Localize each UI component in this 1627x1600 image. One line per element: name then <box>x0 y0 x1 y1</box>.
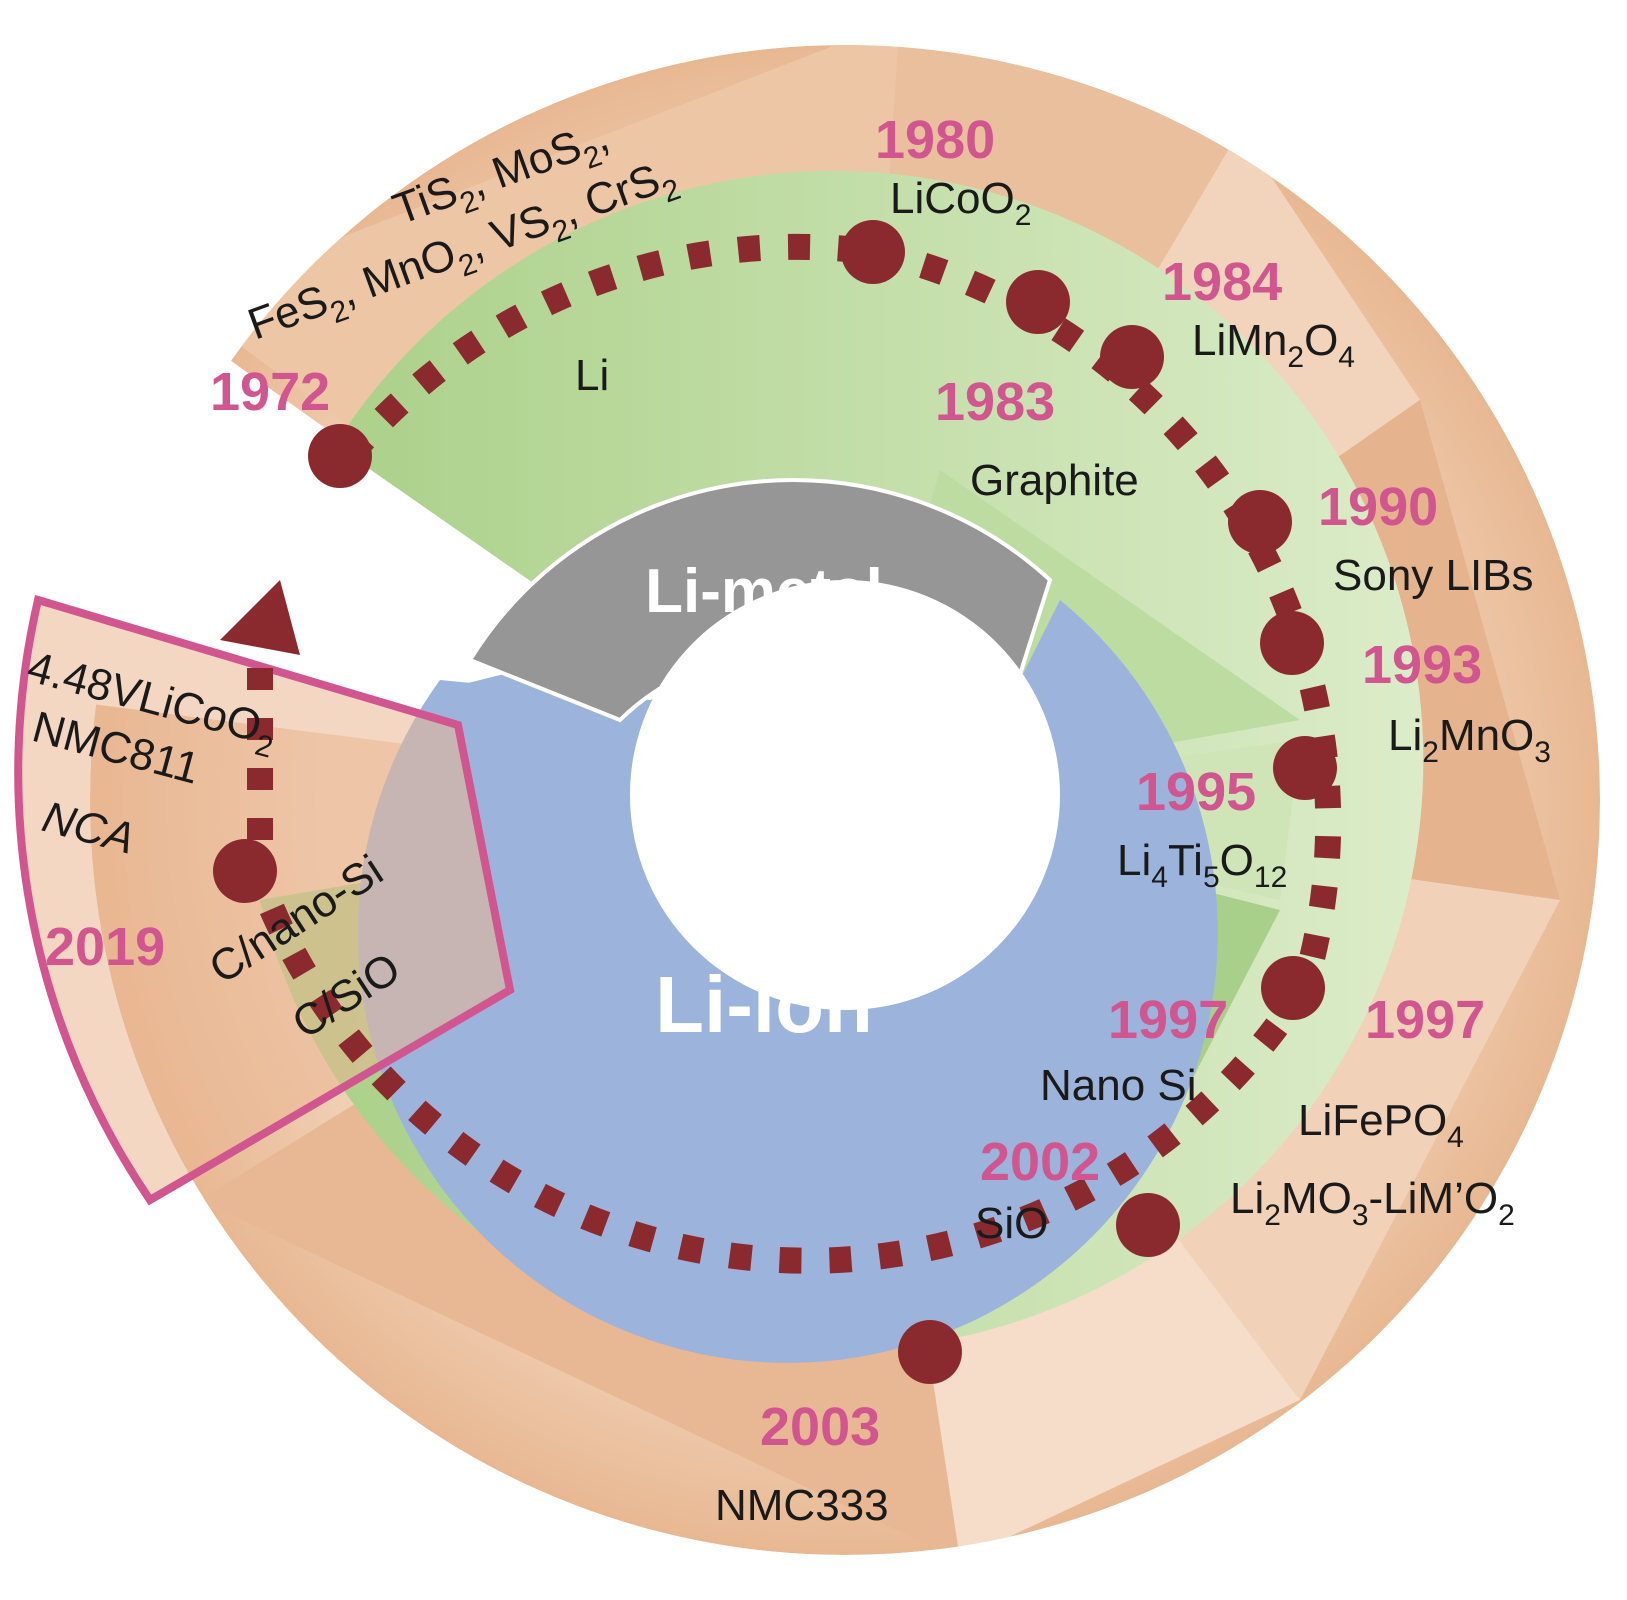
dot-1993 <box>1260 611 1324 675</box>
dot-1983 <box>1006 270 1070 334</box>
material-li2mno3: Li2MnO3 <box>1388 711 1551 769</box>
material-li: Li <box>575 351 609 400</box>
year-1984: 1984 <box>1162 252 1282 312</box>
material-li2mo3-limo2: Li2MO3-LiM’O2 <box>1230 1174 1515 1232</box>
material-limn2o4: LiMn2O4 <box>1192 316 1355 374</box>
timeline-arrowhead <box>220 580 300 655</box>
material-licoo2: LiCoO2 <box>890 174 1031 232</box>
material-nano-si: Nano Si <box>1040 1061 1197 1110</box>
year-1980: 1980 <box>875 110 995 170</box>
dot-1984 <box>1100 325 1164 389</box>
dot-2002 <box>1116 1193 1180 1257</box>
material-nmc333: NMC333 <box>715 1481 889 1530</box>
material-sio: SiO <box>975 1199 1048 1248</box>
year-labels: 1972 1980 1983 1984 1990 1993 1995 1997 … <box>45 110 1485 1457</box>
year-1983: 1983 <box>935 372 1055 432</box>
dot-1972 <box>308 424 372 488</box>
year-2002: 2002 <box>980 1132 1100 1192</box>
dot-1980 <box>841 220 905 284</box>
center-hole <box>630 580 1060 1010</box>
year-1990: 1990 <box>1318 477 1438 537</box>
milestone-dots <box>213 220 1337 1384</box>
dot-2019 <box>213 839 277 903</box>
material-lifepo4: LiFePO4 <box>1298 1096 1464 1154</box>
dot-1995 <box>1273 736 1337 800</box>
highlight-box-2019 <box>14 594 515 1206</box>
year-2019: 2019 <box>45 917 165 977</box>
material-sony-libs: Sony LIBs <box>1333 551 1534 600</box>
li-metal-label: Li-metal <box>645 557 883 626</box>
year-1993: 1993 <box>1362 635 1482 695</box>
li-ion-label: Li-ion <box>655 960 873 1049</box>
timeline <box>237 233 1342 1274</box>
year-1995: 1995 <box>1136 762 1256 822</box>
dot-2003 <box>898 1320 962 1384</box>
material-graphite: Graphite <box>970 456 1139 505</box>
dot-1997 <box>1261 956 1325 1020</box>
dot-1990 <box>1228 490 1292 554</box>
year-1997-lifepo4: 1997 <box>1365 990 1485 1050</box>
year-1972: 1972 <box>210 362 330 422</box>
year-2003: 2003 <box>760 1397 880 1457</box>
material-li4ti5o12: Li4Ti5O12 <box>1117 836 1287 894</box>
year-1997-nano-si: 1997 <box>1108 990 1228 1050</box>
